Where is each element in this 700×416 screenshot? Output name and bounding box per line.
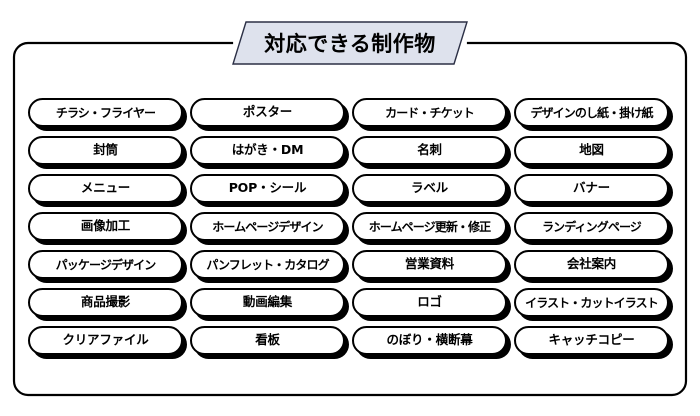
service-pill-label: カード・チケット [385, 105, 475, 120]
service-pill-label: ホームページデザイン [212, 219, 323, 234]
grid-cell[interactable]: キャッチコピー [514, 326, 673, 359]
service-pill[interactable]: 看板 [190, 326, 345, 355]
service-grid: チラシ・フライヤー ポスター カード・チケット デザインのし紙・掛け紙 封筒 [28, 98, 676, 359]
service-pill[interactable]: のぼり・横断幕 [352, 326, 507, 355]
grid-cell[interactable]: クリアファイル [28, 326, 187, 359]
service-pill[interactable]: 地図 [514, 136, 669, 165]
service-pill[interactable]: チラシ・フライヤー [28, 98, 183, 127]
grid-cell[interactable]: はがき・DM [190, 136, 349, 169]
grid-cell[interactable]: 会社案内 [514, 250, 673, 283]
service-pill-label: ポスター [242, 104, 293, 120]
service-pill[interactable]: パッケージデザイン [28, 250, 183, 279]
service-pill-label: イラスト・カットイラスト [525, 295, 659, 310]
grid-cell[interactable]: ホームページデザイン [190, 212, 349, 245]
service-pill[interactable]: ラベル [352, 174, 507, 203]
grid-cell[interactable]: パンフレット・カタログ [190, 250, 349, 283]
grid-cell[interactable]: ロゴ [352, 288, 511, 321]
grid-cell[interactable]: 地図 [514, 136, 673, 169]
service-pill-label: ホームページ更新・修正 [368, 219, 491, 234]
service-pill[interactable]: イラスト・カットイラスト [514, 288, 669, 317]
grid-cell[interactable]: POP・シール [190, 174, 349, 207]
grid-cell[interactable]: 看板 [190, 326, 349, 359]
service-pill-label: 営業資料 [404, 256, 455, 272]
service-pill-label: ロゴ [417, 294, 442, 310]
service-pill-label: バナー [573, 180, 610, 196]
title-banner-shape [232, 21, 468, 65]
service-pill-label: 商品撮影 [80, 294, 131, 310]
service-pill-label: 動画編集 [242, 294, 293, 310]
service-pill[interactable]: 封筒 [28, 136, 183, 165]
service-pill-label: キャッチコピー [548, 332, 635, 348]
grid-cell[interactable]: 商品撮影 [28, 288, 187, 321]
service-pill-label: 名刺 [417, 142, 442, 158]
grid-cell[interactable]: ポスター [190, 98, 349, 131]
service-pill-label: パッケージデザイン [55, 257, 157, 272]
title-banner: 対応できる制作物 [232, 20, 468, 66]
grid-cell[interactable]: ホームページ更新・修正 [352, 212, 511, 245]
grid-cell[interactable]: チラシ・フライヤー [28, 98, 187, 131]
page-title: 対応できる制作物 [264, 32, 436, 56]
service-pill[interactable]: 画像加工 [28, 212, 183, 241]
service-pill-label: ラベル [411, 180, 448, 196]
grid-cell[interactable]: カード・チケット [352, 98, 511, 131]
service-pill-label: 画像加工 [80, 218, 131, 234]
service-pill-label: ランディングページ [542, 219, 642, 234]
service-pill-label: のぼり・横断幕 [386, 332, 473, 348]
service-pill-label: はがき・DM [231, 142, 304, 158]
service-pill[interactable]: キャッチコピー [514, 326, 669, 355]
grid-cell[interactable]: パッケージデザイン [28, 250, 187, 283]
service-pill[interactable]: ロゴ [352, 288, 507, 317]
service-pill-label: デザインのし紙・掛け紙 [530, 105, 653, 120]
service-pill[interactable]: バナー [514, 174, 669, 203]
service-pill[interactable]: クリアファイル [28, 326, 183, 355]
grid-cell[interactable]: 営業資料 [352, 250, 511, 283]
grid-cell[interactable]: 名刺 [352, 136, 511, 169]
service-pill[interactable]: ホームページ更新・修正 [352, 212, 507, 241]
grid-cell[interactable]: のぼり・横断幕 [352, 326, 511, 359]
service-pill-label: 封筒 [93, 142, 118, 158]
grid-cell[interactable]: メニュー [28, 174, 187, 207]
service-pill-label: 看板 [255, 332, 280, 348]
service-pill[interactable]: 動画編集 [190, 288, 345, 317]
grid-cell[interactable]: バナー [514, 174, 673, 207]
grid-cell[interactable]: 画像加工 [28, 212, 187, 245]
service-pill[interactable]: ポスター [190, 98, 345, 127]
service-pill[interactable]: POP・シール [190, 174, 345, 203]
service-pill[interactable]: ランディングページ [514, 212, 669, 241]
service-pill[interactable]: デザインのし紙・掛け紙 [514, 98, 669, 127]
grid-cell[interactable]: 動画編集 [190, 288, 349, 321]
service-pill-label: チラシ・フライヤー [55, 105, 156, 120]
service-pill[interactable]: ホームページデザイン [190, 212, 345, 241]
grid-cell[interactable]: デザインのし紙・掛け紙 [514, 98, 673, 131]
service-pill[interactable]: 名刺 [352, 136, 507, 165]
service-pill[interactable]: 会社案内 [514, 250, 669, 279]
service-pill-label: POP・シール [228, 180, 307, 196]
service-pill[interactable]: 営業資料 [352, 250, 507, 279]
service-pill[interactable]: パンフレット・カタログ [190, 250, 345, 279]
grid-cell[interactable]: イラスト・カットイラスト [514, 288, 673, 321]
service-pill-label: クリアファイル [62, 332, 149, 348]
grid-cell[interactable]: ラベル [352, 174, 511, 207]
grid-cell[interactable]: ランディングページ [514, 212, 673, 245]
service-pill[interactable]: 商品撮影 [28, 288, 183, 317]
service-pill[interactable]: メニュー [28, 174, 183, 203]
service-pill-label: パンフレット・カタログ [206, 257, 329, 272]
service-pill[interactable]: カード・チケット [352, 98, 507, 127]
service-pill[interactable]: はがき・DM [190, 136, 345, 165]
grid-cell[interactable]: 封筒 [28, 136, 187, 169]
service-pill-label: 地図 [579, 142, 604, 158]
service-pill-label: 会社案内 [566, 256, 617, 272]
service-pill-label: メニュー [80, 180, 131, 196]
